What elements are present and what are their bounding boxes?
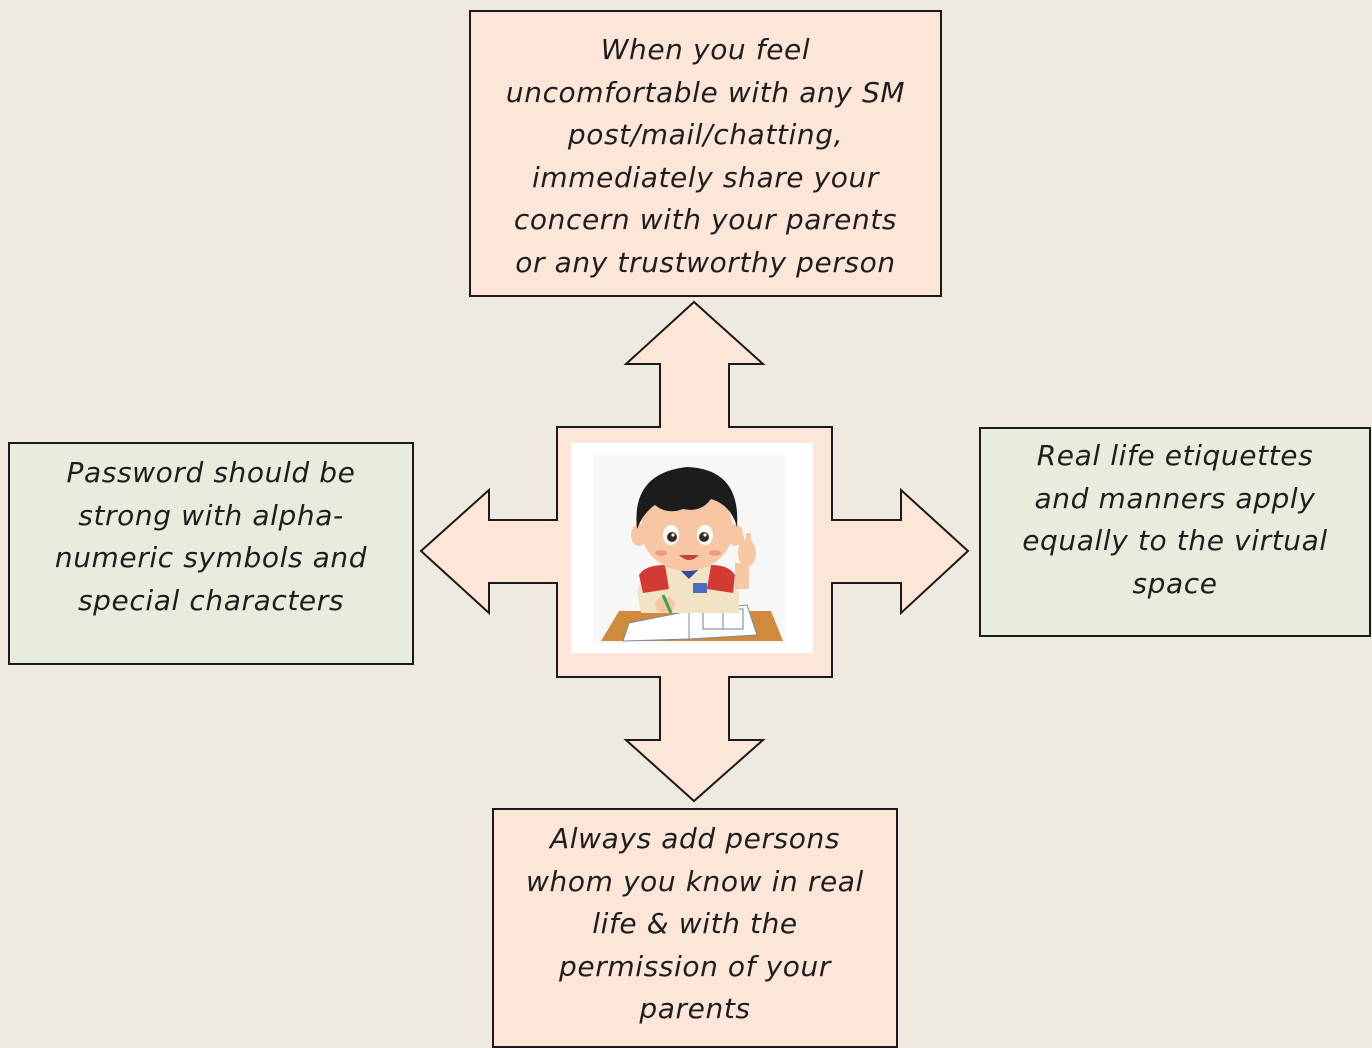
tip-box-report-concern: When you feel uncomfortable with any SM … xyxy=(469,10,942,297)
tip-text-etiquette: Real life etiquettes and manners apply e… xyxy=(1022,439,1328,600)
tip-text-report-concern: When you feel uncomfortable with any SM … xyxy=(505,33,906,279)
boy-writing-image xyxy=(571,443,813,653)
tip-text-password: Password should be strong with alpha- nu… xyxy=(54,456,368,617)
tip-box-add-known-persons: Always add persons whom you know in real… xyxy=(492,808,898,1048)
tip-box-etiquette: Real life etiquettes and manners apply e… xyxy=(979,427,1371,637)
tip-text-add-known-persons: Always add persons whom you know in real… xyxy=(526,822,864,1025)
tip-box-password: Password should be strong with alpha- nu… xyxy=(8,442,414,665)
